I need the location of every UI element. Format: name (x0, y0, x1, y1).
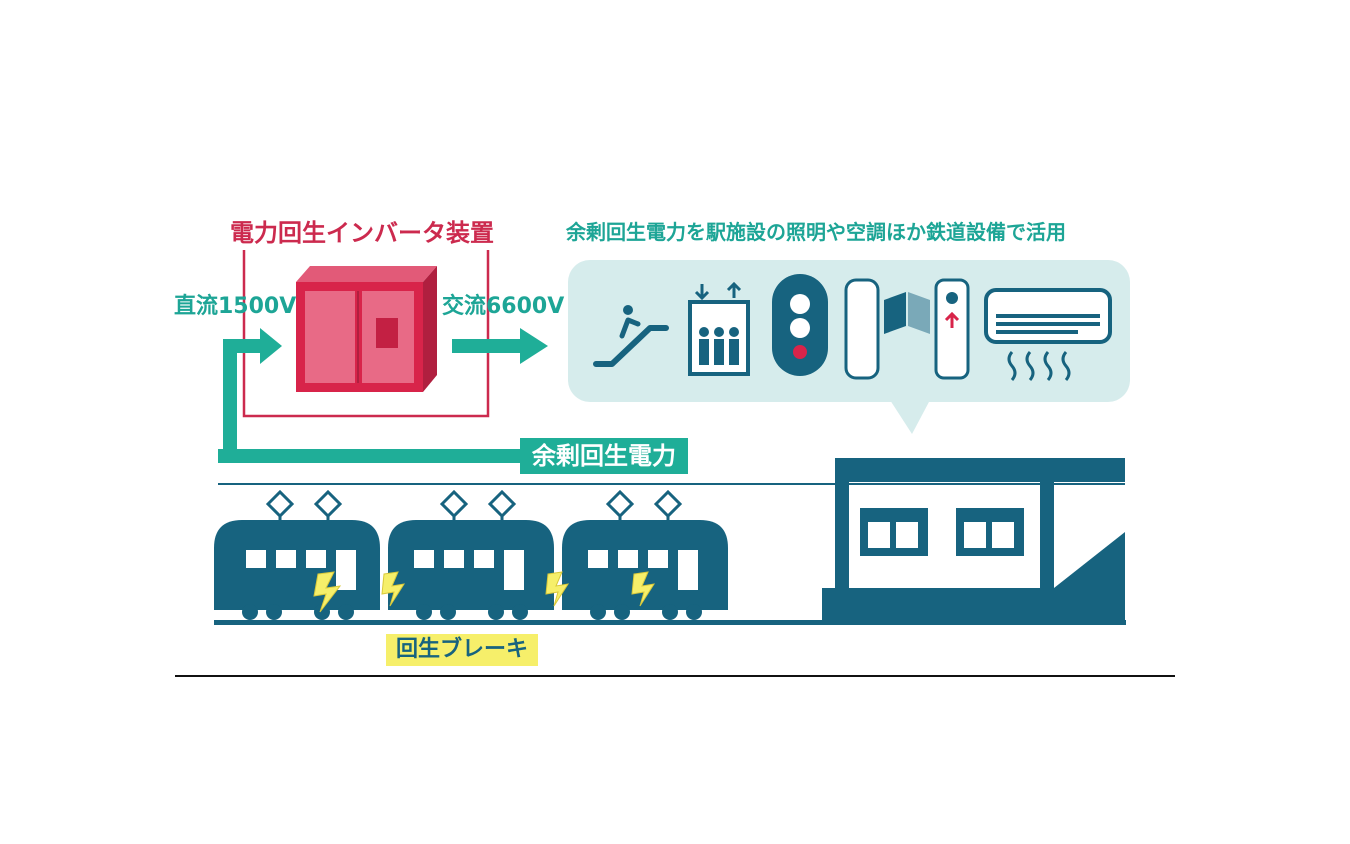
ac-output-arrow (452, 328, 548, 364)
dc-input-arrow (232, 328, 282, 364)
elevator-icon (688, 281, 750, 376)
train-car-1 (214, 489, 380, 620)
traffic-signal-icon (772, 274, 828, 376)
inverter-cabinet-icon (296, 266, 437, 392)
railway-track (214, 620, 1126, 625)
escalator-icon (593, 305, 669, 367)
ac-output-label: 交流6600V (442, 294, 565, 319)
inverter-bracket (242, 250, 490, 418)
regen-brake-label: 回生ブレーキ (386, 634, 539, 666)
air-conditioner-icon (984, 288, 1112, 381)
regen-spark-icons (313, 571, 656, 613)
train-car-3 (562, 489, 728, 620)
dc-input-label: 直流1500V (174, 294, 297, 319)
station-building (822, 458, 1125, 624)
inverter-title: 電力回生インバータ装置 (230, 219, 494, 247)
train-car-2 (388, 489, 554, 620)
ticket-gate-icon (844, 278, 930, 380)
usage-caption: 余剰回生電力を駅施設の照明や空調ほか鉄道設備で活用 (566, 220, 1066, 244)
surplus-power-label: 余剰回生電力 (520, 438, 688, 474)
ticket-machine-icon (934, 278, 970, 380)
